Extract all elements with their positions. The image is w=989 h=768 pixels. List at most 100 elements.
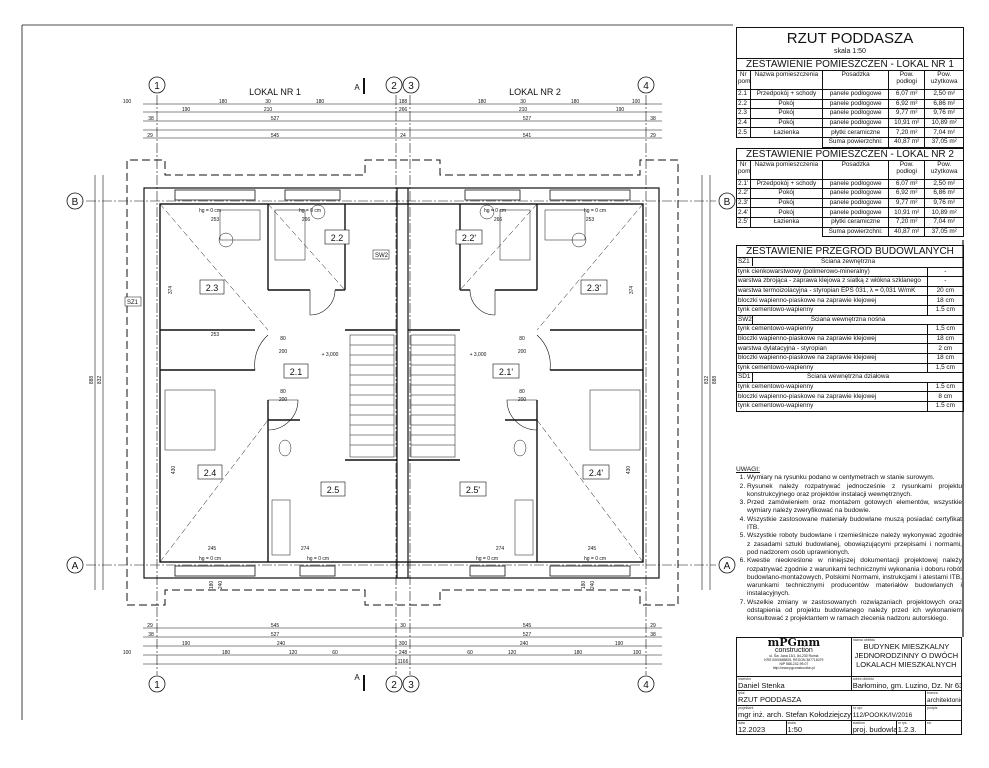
logo-line: KRS 0000685825, REGON 367716079 xyxy=(764,658,824,662)
drawing-title-box: RZUT PODDASZA skala 1:50 xyxy=(736,27,964,59)
window-dim: 180 xyxy=(581,581,587,590)
partition-name: Ściana wewnętrzna nośna xyxy=(810,315,886,323)
table-cell: Przedpokój + schody xyxy=(749,89,824,100)
floor-note: hg = 0 cm xyxy=(584,556,606,562)
layer-name: tynk cementowo-wapienny xyxy=(736,362,928,374)
dim-text: 266 xyxy=(399,107,408,113)
layer-thickness: 1.5 cm xyxy=(926,400,965,412)
inner-dim: 430 xyxy=(171,466,177,475)
table-cell: Pokój xyxy=(749,108,824,119)
dim-text: 29 xyxy=(650,623,656,629)
axis-label-3: 3 xyxy=(408,680,414,691)
sum-cell: 40,87 m² xyxy=(888,136,926,148)
inner-dim: 274 xyxy=(496,546,505,552)
inner-dim: 253 xyxy=(211,332,220,338)
layer-thickness: 20 cm xyxy=(926,285,965,297)
dim-text: 240 xyxy=(277,641,286,647)
table-cell: Łazienka xyxy=(749,127,824,138)
wall-tag-sz1: SZ1 xyxy=(127,300,139,306)
column-header: Nazwa pomieszczenia xyxy=(749,70,824,90)
grid-axes xyxy=(86,95,716,675)
window-dim: 180 xyxy=(209,581,215,590)
dim-text: 120 xyxy=(508,650,517,656)
axis-bubbles xyxy=(66,76,736,693)
branch: architektoniczna xyxy=(927,697,961,704)
table-cell: płytki ceramiczne xyxy=(822,216,890,228)
logo-mark: mPGmm xyxy=(767,637,821,649)
layer-thickness: 18 cm xyxy=(926,333,965,345)
table-cell: 2,50 m² xyxy=(924,178,964,190)
object-label: nazwa obiektu xyxy=(852,638,876,643)
wall-tag-sw2: SW2 xyxy=(375,253,389,259)
note-item: Wymiary na rysunku podano w centymetrach… xyxy=(747,474,962,482)
section-mark-top: A xyxy=(354,83,360,92)
dim-text: 190 xyxy=(616,107,625,113)
dim-text: 190 xyxy=(182,107,191,113)
column-header: Pow. użytkowa xyxy=(924,70,964,90)
room-2-2b: 2.2' xyxy=(462,233,477,243)
table-cell: 9,76 m² xyxy=(924,197,964,209)
dim-text: 188 xyxy=(399,99,408,105)
table-cell: panele podłogowe xyxy=(822,117,890,129)
layer-name: bloczki wapienno-piaskowe na zaprawie kl… xyxy=(736,352,928,364)
table-cell: panele podłogowe xyxy=(822,207,890,218)
table-cell: 6,92 m² xyxy=(888,188,926,199)
axis-label-a: A xyxy=(724,561,731,572)
dim-text: 60 xyxy=(467,650,473,656)
room-2-4: 2.4 xyxy=(204,468,217,478)
axis-label-a: A xyxy=(72,561,79,572)
door-height: 200 xyxy=(279,397,288,403)
inner-dim: 274 xyxy=(301,546,310,552)
side-dim: 888 xyxy=(89,376,95,385)
partition-name: Ściana wewnętrzna działowa xyxy=(806,373,890,381)
table-cell: 10,91 m² xyxy=(888,207,926,218)
dim-text: 29 xyxy=(650,133,656,139)
partition-layer: tynk cienkowarstwowy (polimerowo-mineral… xyxy=(736,266,965,278)
staircase xyxy=(349,334,456,458)
date-label: data xyxy=(738,721,745,726)
axis-label-1: 1 xyxy=(154,81,160,92)
table-cell: 2.4' xyxy=(736,207,751,218)
table-cell: 10,91 m² xyxy=(888,117,926,129)
door-height: 200 xyxy=(518,349,527,355)
sum-cell: 37,05 m² xyxy=(924,136,964,148)
table-cell: 2.5 xyxy=(736,127,751,138)
column-header: Nazwa pomieszczenia xyxy=(749,159,824,180)
column-header: Nr pom. xyxy=(736,70,751,90)
dim-text: 1166 xyxy=(398,659,409,665)
dim-text: 30 xyxy=(265,99,271,105)
window-dim: 240 xyxy=(218,581,224,590)
dim-text: 527 xyxy=(271,632,280,638)
room-2-4b: 2.4' xyxy=(589,468,604,478)
layer-name: tynk cementowo-wapienny xyxy=(736,324,928,335)
table-cell: panele podłogowe xyxy=(822,197,890,209)
dim-text: 190 xyxy=(182,641,191,647)
dim-text: 100 xyxy=(123,99,132,105)
axis-label-2: 2 xyxy=(391,680,397,691)
room-2-2: 2.2 xyxy=(331,233,344,243)
sheet-label: str. xyxy=(927,721,932,726)
dim-text: 38 xyxy=(148,632,154,638)
table-cell: 6,86 m² xyxy=(924,98,964,110)
door-width: 80 xyxy=(280,389,286,395)
sum-cell: Suma powierzchni: xyxy=(822,226,890,238)
dim-text: 527 xyxy=(523,632,532,638)
inner-dim: 266 xyxy=(494,217,503,223)
column-header: Posadzka xyxy=(822,159,890,180)
inner-dim: 374 xyxy=(629,286,635,295)
license-label: nr upr. xyxy=(852,706,863,711)
table-cell: 2.2' xyxy=(736,188,751,199)
signature-label: podpis xyxy=(927,706,938,711)
room-2-1: 2.1 xyxy=(290,367,303,377)
table-cell: Pokój xyxy=(749,98,824,110)
